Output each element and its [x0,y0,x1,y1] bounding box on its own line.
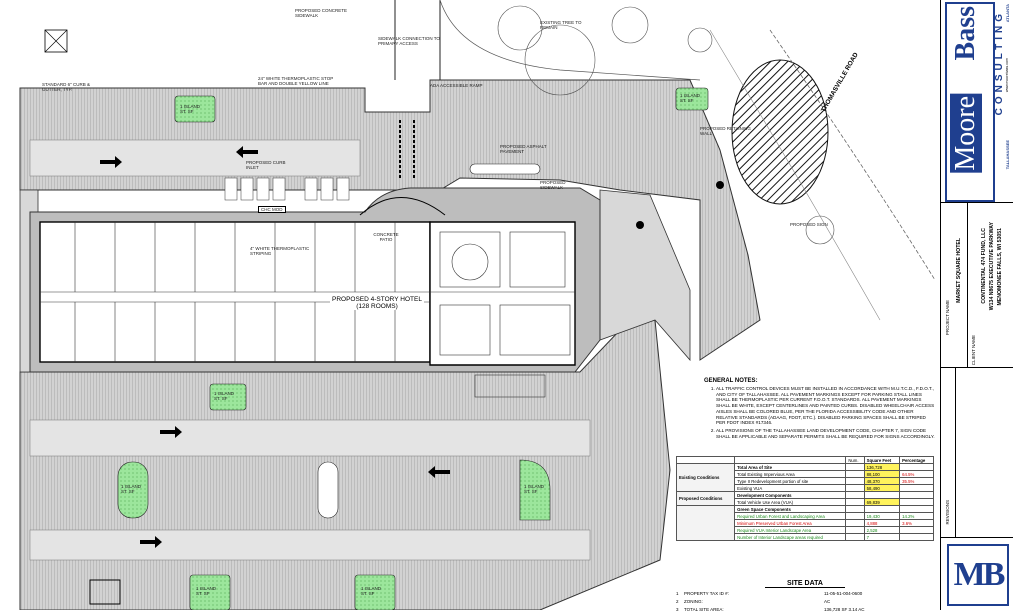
mb-logo: MB [947,544,1009,606]
area-summary-table: Num. Square Feet Percentage Existing Con… [675,456,934,541]
callout: ADA ACCESSIBLE RAMP [430,83,483,88]
col-header: Num. [845,456,865,464]
porte-cochere-label: CHC MOD [258,206,286,214]
title-block: Moore Bass CONSULTING ATLANTA TALLAHASSE… [940,0,1013,610]
table-row: Type II Redevelopment portion of site 48… [677,477,934,485]
site-data-title: SITE DATA [765,580,845,588]
revisions-label: REVISIONS [945,500,950,525]
company-logo: Moore Bass [945,2,995,202]
col-header [675,456,736,464]
callout: 4" WHITE THERMOPLASTIC STRIPING [250,246,310,257]
client-name-label: CLIENT NAME [971,335,976,366]
logo-subtitle: CONSULTING [994,10,1005,116]
company-website: www.moorebass.com [1005,58,1009,93]
logo-word-bass: Bass [950,6,981,61]
callout: PROPOSED CONCRETE SIDEWALK [295,8,348,19]
callout: 24" WHITE THERMOPLASTIC STOP BAR AND DOU… [258,76,334,87]
callout: PROPOSED SIDEWALK [540,180,566,191]
hotel-label: PROPOSED 4-STORY HOTEL (128 ROOMS) [330,296,424,310]
office-city-atlanta: ATLANTA [1005,4,1010,23]
col-header: Square Feet [863,456,901,464]
site-plan-drawing [19,0,936,611]
logo-word-moore: Moore [950,94,982,173]
callout: PROPOSED RETAINING WALL [700,126,751,137]
table-row: Number of Interior Landscape areas requi… [677,533,934,541]
callout: PROPOSED ASPHALT PAVEMENT [500,144,547,155]
client-line-3: MENOMONEE FALLS, WI 53051 [997,228,1003,306]
concrete-patio-label: CONCRETE PATIO [373,232,399,243]
table-row: Green Space Components [675,505,934,541]
callout: SIDEWALK CONNECTION TO PRIMARY ACCESS [378,36,440,47]
project-name: MARKET SQUARE HOTEL [956,238,962,303]
client-line-1: CONTINENTAL 474 FUND, LLC [981,228,987,304]
notes-title: GENERAL NOTES: [704,378,758,384]
table-row: Existing Conditions Total Area of Site 1… [675,463,934,492]
project-name-label: PROJECT NAME [945,300,950,336]
table-row: 3 TOTAL SITE AREA: 136,728 SF 3.14 AC [676,607,865,612]
tree-preservation-area [731,59,829,205]
thomasville-road-edge [769,29,936,281]
hotel-rooms: (128 ROOMS) [356,303,398,310]
general-notes: GENERAL NOTES: ALL TRAFFIC CONTROL DEVIC… [704,378,936,442]
client-line-2: W134 N8675 EXECUTIVE PARKWAY [989,222,995,311]
callout: PROPOSED CURB INLET [246,160,286,171]
office-city-tallahassee: TALLAHASSEE [1005,140,1010,170]
table-row: 2 ZONING: AC [676,599,831,604]
site-plan: PROPOSED 4-STORY HOTEL (128 ROOMS) THOMA… [0,0,940,610]
hotel-name: PROPOSED 4-STORY HOTEL [332,296,422,303]
col-header: Percentage [899,456,934,464]
callout: EXISTING TREE TO REMAIN [540,20,582,31]
table-row: Proposed Conditions Development Componen… [675,491,934,506]
table-row: 1 PROPERTY TAX ID #: 11-05-51-004-0600 [676,591,863,596]
callout: STANDARD 6" CURB & GUTTER, TYP. [42,82,91,93]
callout: PROPOSED SIGN [790,222,828,227]
note-item: ALL PROVISIONS OF THE TALLAHASSEE LAND D… [716,428,936,439]
col-header [734,456,847,464]
note-item: ALL TRAFFIC CONTROL DEVICES MUST BE INST… [716,386,936,426]
